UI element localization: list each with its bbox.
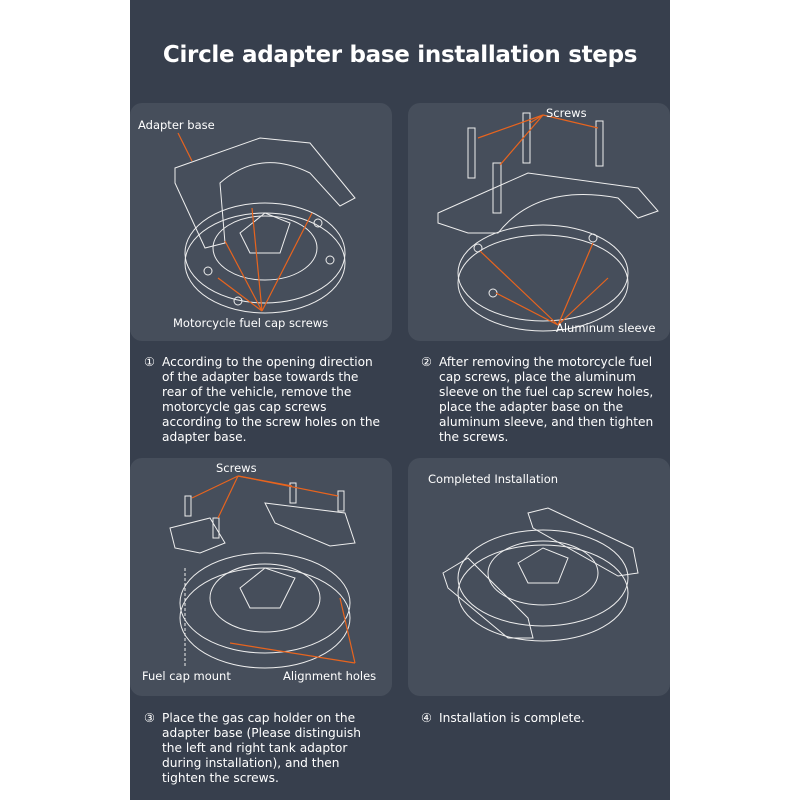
- step-1-instruction: ① According to the opening direction of …: [144, 355, 381, 444]
- aluminum-sleeve-drawing: [437, 112, 659, 332]
- label-screws: Screws: [216, 461, 257, 475]
- page-title: Circle adapter base installation steps: [162, 42, 638, 68]
- label-adapter-base: Adapter base: [138, 118, 215, 132]
- label-fuel-cap-mount: Fuel cap mount: [142, 669, 231, 683]
- step-4-illustration: Completed Installation: [408, 458, 670, 696]
- step-3-illustration: Screws Fuel cap mount Alignment holes: [130, 458, 392, 696]
- gas-cap-holder-drawing: [169, 475, 356, 669]
- step-1-illustration: Adapter base Motorcycle fuel cap screws: [130, 103, 392, 341]
- label-completed-installation: Completed Installation: [428, 472, 559, 486]
- step-3-instruction: ③ Place the gas cap holder on the adapte…: [144, 711, 361, 785]
- label-alignment-holes: Alignment holes: [283, 669, 377, 683]
- step-4-instruction: ④ Installation is complete.: [421, 711, 585, 725]
- label-screws: Screws: [546, 106, 587, 120]
- step-2-illustration: Screws Aluminum sleeve: [408, 103, 670, 341]
- label-fuel-cap-screws: Motorcycle fuel cap screws: [173, 316, 329, 330]
- label-aluminum-sleeve: Aluminum sleeve: [556, 321, 656, 335]
- adapter-base-drawing: [174, 132, 356, 314]
- step-2-instruction: ② After removing the motorcycle fuel cap…: [421, 355, 654, 444]
- completed-installation-drawing: [442, 507, 639, 642]
